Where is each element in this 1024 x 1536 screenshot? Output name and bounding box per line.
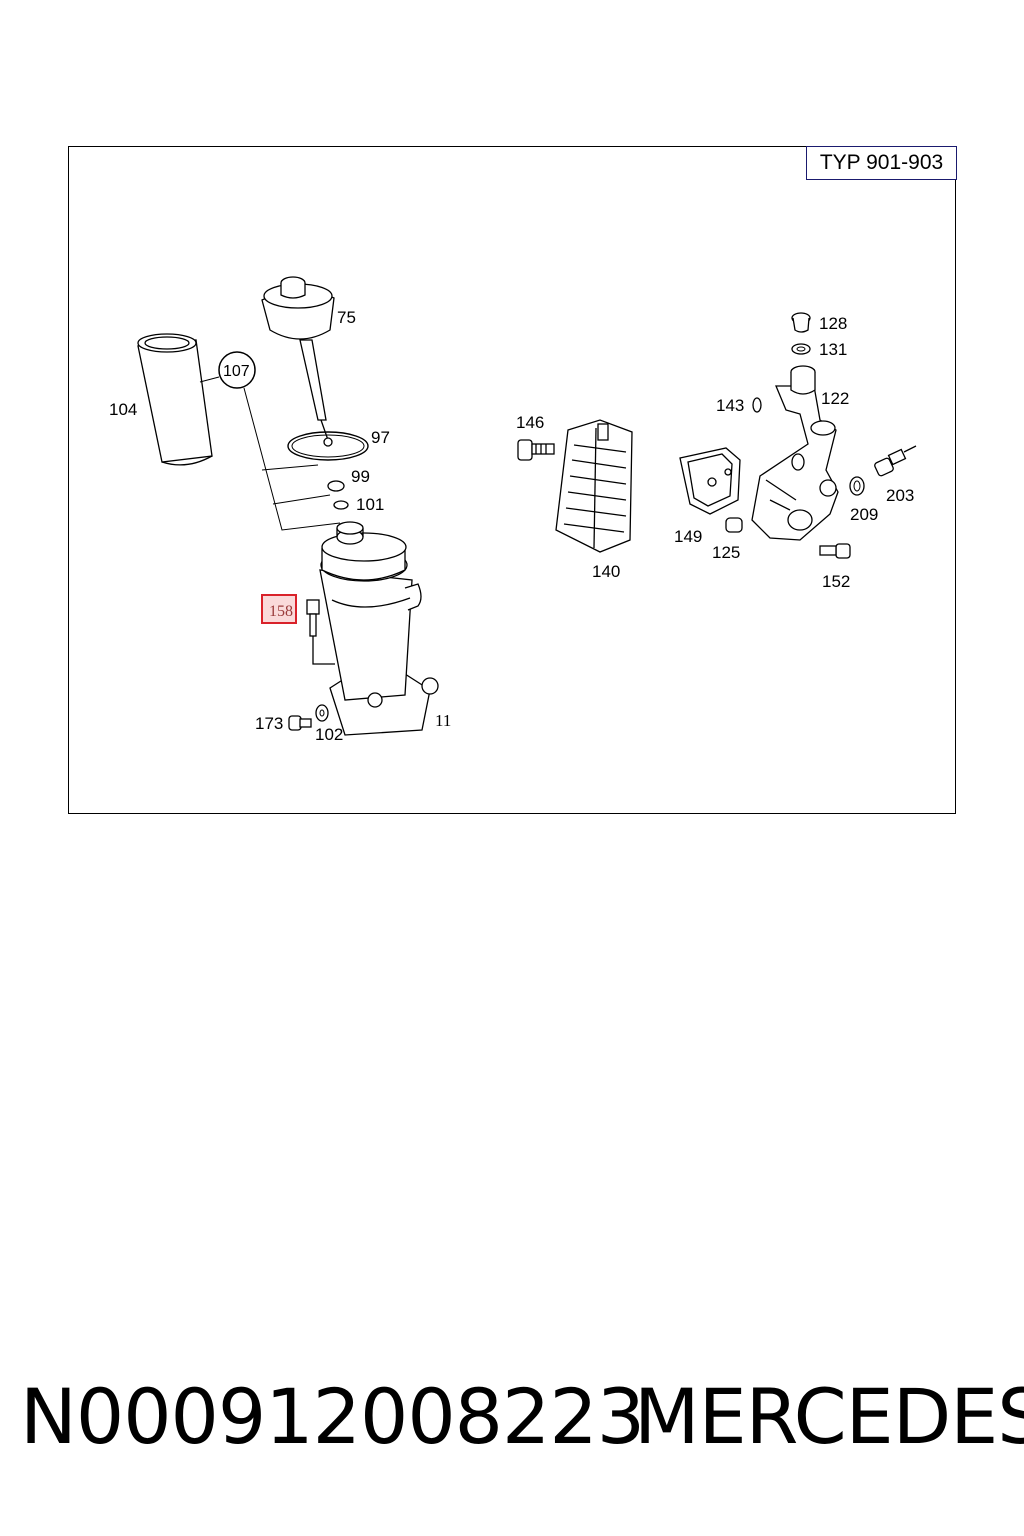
plug-173 — [288, 715, 312, 731]
oil-cooler-140 — [555, 419, 633, 553]
callout-101: 101 — [356, 495, 384, 514]
seal-101 — [333, 500, 349, 510]
highlighted-part-box[interactable] — [261, 594, 297, 624]
callout-146: 146 — [516, 413, 544, 432]
filter-housing-11 — [319, 521, 439, 736]
callout-circle-107 — [199, 351, 341, 531]
cap-125 — [725, 517, 743, 533]
brand-name: MERCEDES — [634, 1372, 1024, 1461]
callout-173: 173 — [255, 714, 283, 733]
callout-143: 143 — [716, 396, 744, 415]
callout-122: 122 — [821, 389, 849, 408]
callout-128: 128 — [819, 314, 847, 333]
callout-140: 140 — [592, 562, 620, 581]
callout-97: 97 — [371, 428, 390, 447]
seal-143 — [752, 397, 762, 413]
callout-131: 131 — [819, 340, 847, 359]
part-number: N000912008223 — [20, 1372, 645, 1461]
footer: N000912008223 MERCEDES — [0, 1372, 1024, 1472]
callout-107: 107 — [223, 363, 250, 380]
callout-149: 149 — [674, 527, 702, 546]
o-ring-97 — [287, 431, 369, 461]
seal-99 — [327, 480, 345, 492]
plug-128 — [791, 312, 811, 333]
gasket-149 — [679, 447, 741, 515]
bolt-158 — [306, 599, 335, 665]
type-label: TYP 901-903 — [806, 146, 957, 180]
bolt-152 — [819, 543, 851, 559]
diagram-frame — [68, 146, 956, 814]
callout-209: 209 — [850, 505, 878, 524]
callout-125: 125 — [712, 543, 740, 562]
callout-11: 11 — [435, 711, 451, 730]
callout-158-highlighted[interactable]: 158 — [269, 603, 293, 620]
callout-104: 104 — [109, 400, 137, 419]
callout-102: 102 — [315, 725, 343, 744]
callout-152: 152 — [822, 572, 850, 591]
callout-99: 99 — [351, 467, 370, 486]
bracket-housing-122 — [751, 365, 839, 541]
filter-element-104 — [137, 333, 213, 466]
filter-cap-75 — [261, 276, 335, 447]
bolt-146 — [517, 439, 555, 461]
callout-203: 203 — [886, 486, 914, 505]
sensor-203 — [874, 445, 917, 477]
callout-75: 75 — [337, 308, 356, 327]
